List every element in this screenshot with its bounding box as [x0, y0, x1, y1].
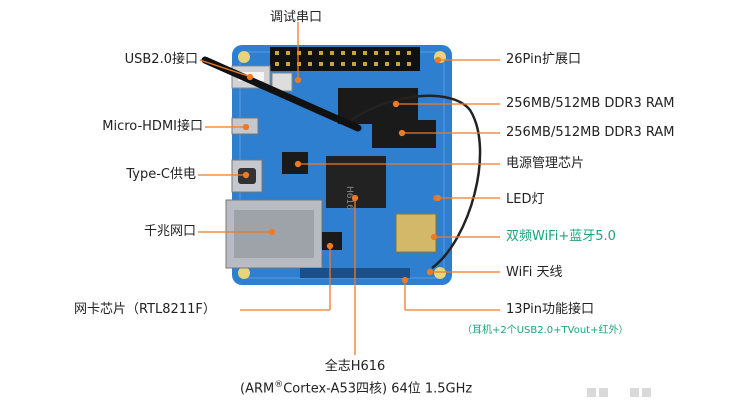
label-pmic: 电源管理芯片 [506, 156, 585, 171]
watermark-block [642, 388, 651, 397]
label-wifi-antenna: WiFi 天线 [506, 265, 563, 280]
label-ethernet: 千兆网口 [143, 224, 196, 239]
watermark-block [599, 388, 608, 397]
wifi-module [395, 213, 437, 253]
soc-name: 全志H616 [324, 359, 386, 374]
label-13pin-note: （耳机+2个USB2.0+TVout+红外） [462, 325, 629, 336]
watermark-block [630, 388, 639, 397]
label-usb2: USB2.0接口 [124, 52, 198, 67]
label-ram1: 256MB/512MB DDR3 RAM [506, 96, 675, 111]
label-micro-hdmi: Micro-HDMI接口 [102, 119, 203, 134]
soc-spec: (ARM®Cortex-A53四核) 64位 1.5GHz [240, 380, 473, 397]
label-ram2: 256MB/512MB DDR3 RAM [506, 125, 675, 140]
pin-header-26 [270, 47, 420, 71]
label-13pin: 13Pin功能接口 [506, 302, 594, 317]
pmic-chip [282, 152, 308, 174]
label-debug-uart: 调试串口 [270, 10, 323, 25]
label-typec: Type-C供电 [126, 167, 196, 182]
watermark-block [587, 388, 596, 397]
label-soc: 全志H616 (ARM®Cortex-A53四核) 64位 1.5GHz [240, 358, 473, 398]
pointer-lines [198, 22, 500, 355]
soc-chip-mark: H616 [344, 186, 354, 210]
label-led: LED灯 [506, 192, 545, 207]
label-nic-chip: 网卡芯片（RTL8211F） [74, 302, 216, 317]
label-wifi-bt: 双频WiFi+蓝牙5.0 [506, 229, 616, 244]
label-26pin: 26Pin扩展口 [506, 52, 581, 67]
wifi-antenna-cable [344, 94, 482, 270]
